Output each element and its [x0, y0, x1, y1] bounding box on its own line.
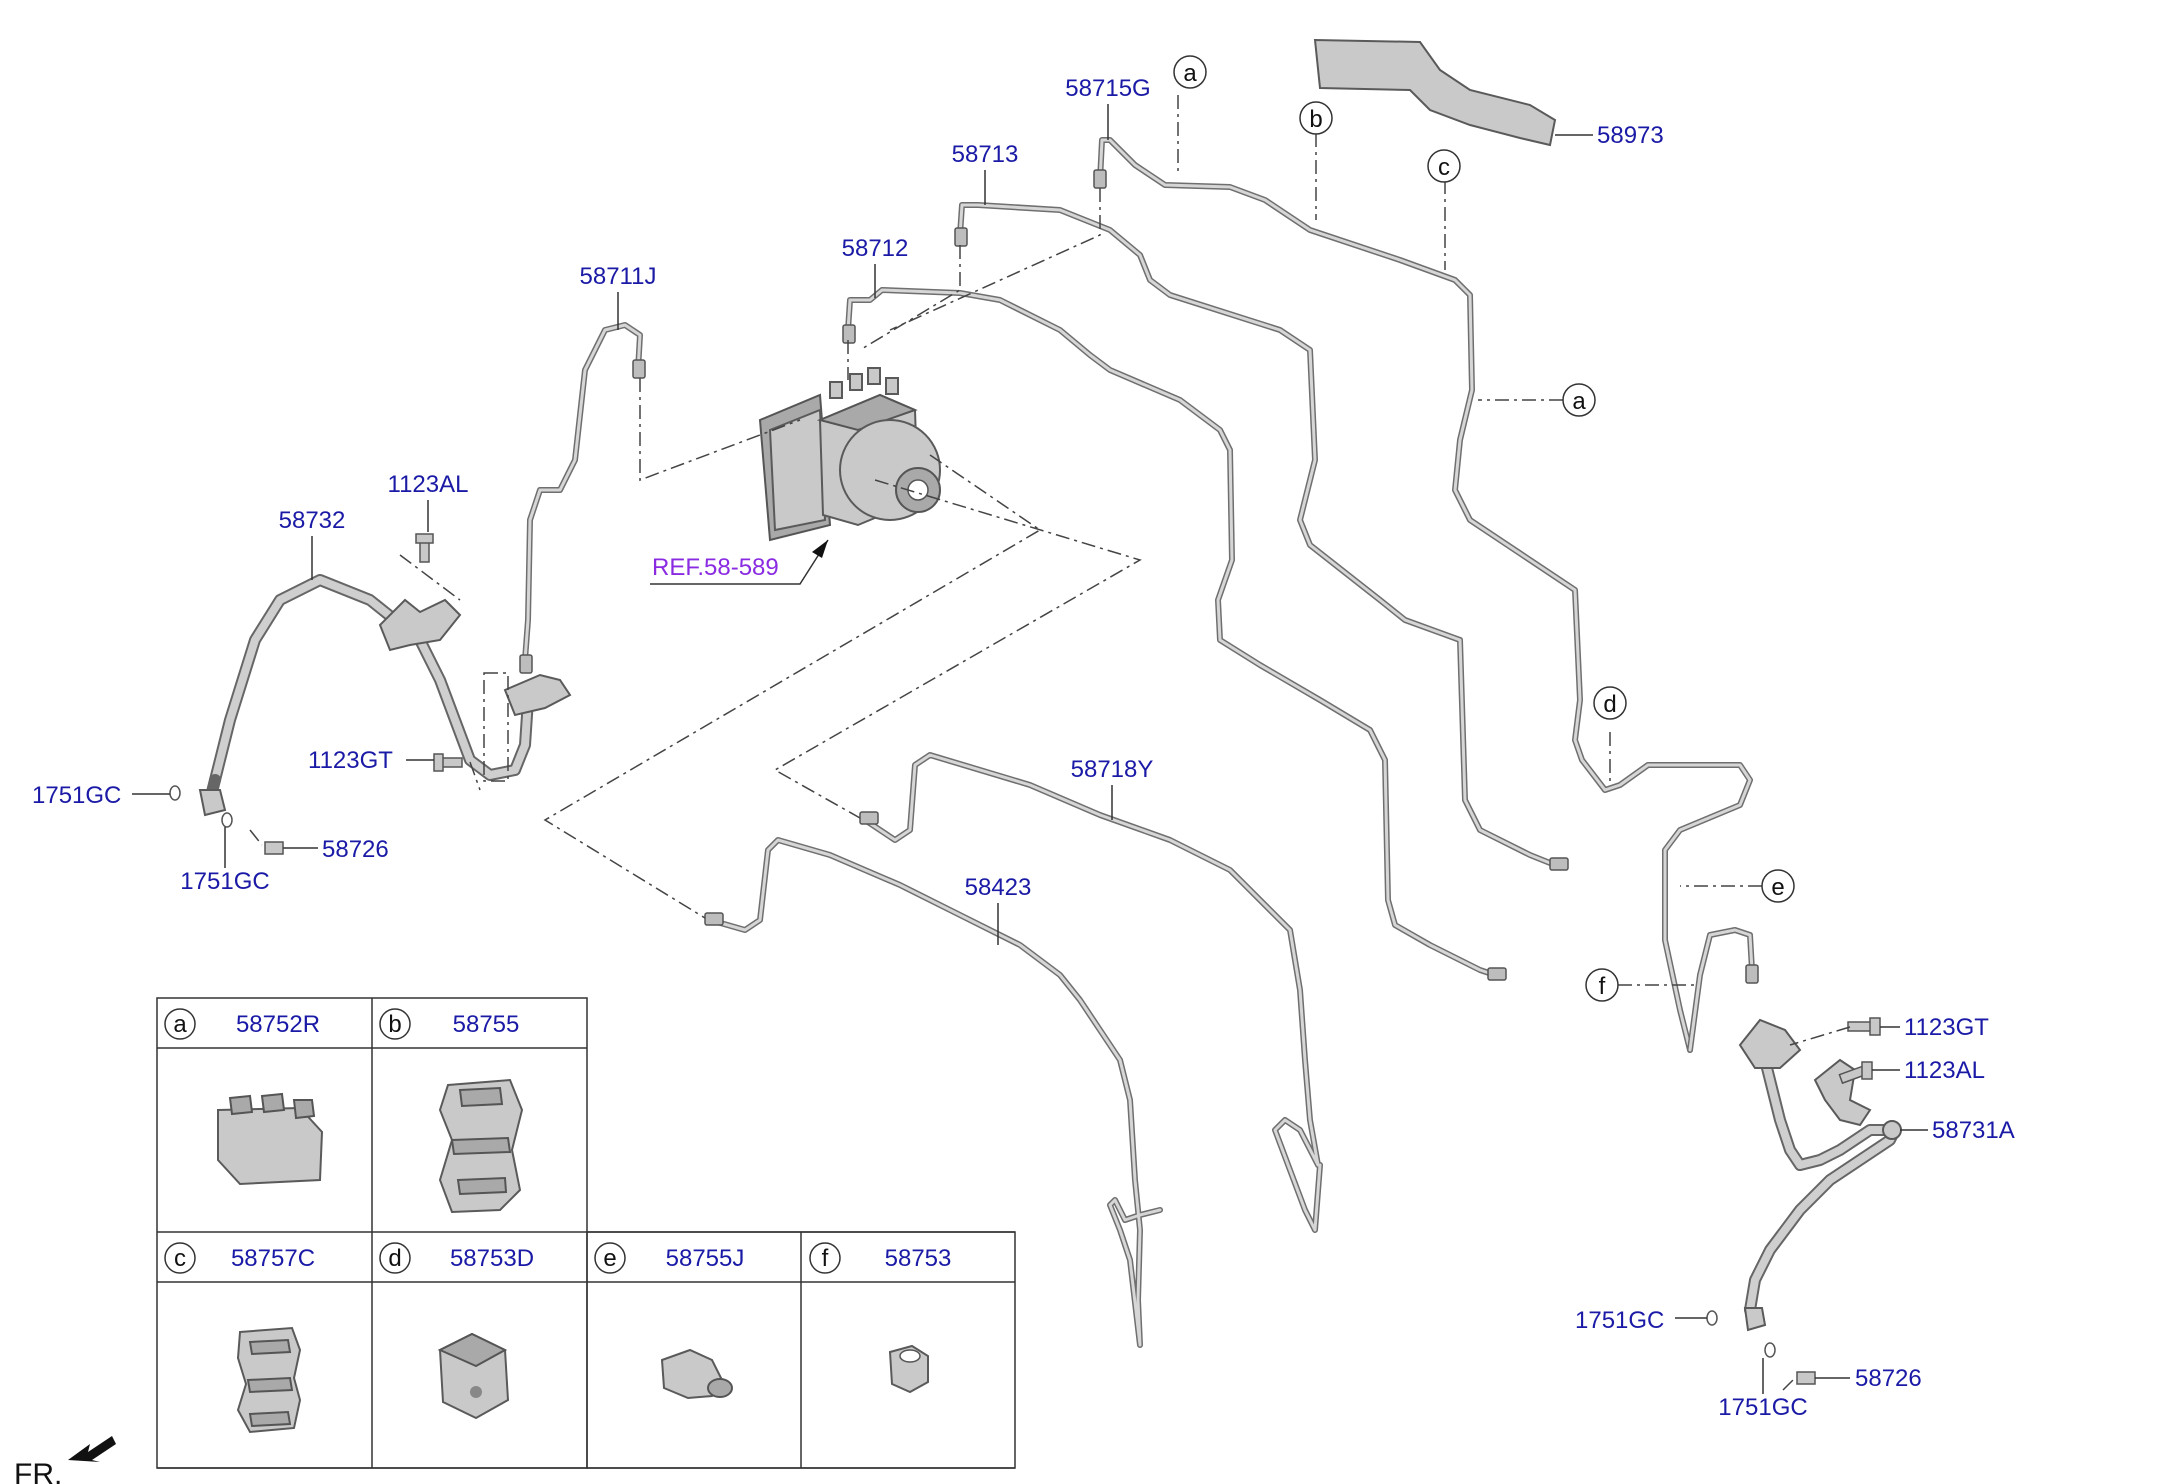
pipe-fittings	[519, 169, 1759, 984]
label-58726-left: 58726	[322, 836, 389, 863]
bolt-1123GT-right	[1847, 1017, 1881, 1036]
hose-brackets	[198, 598, 1902, 1332]
label-58711J: 58711J	[580, 263, 657, 290]
abs-hydraulic-unit	[758, 367, 941, 542]
label-58732: 58732	[279, 507, 346, 534]
table-letter-f: f	[822, 1245, 829, 1272]
label-1123AL-right: 1123AL	[1904, 1057, 1985, 1084]
bolt-58726-right	[1796, 1371, 1816, 1385]
bolts	[264, 533, 1881, 1385]
table-letter-d: d	[388, 1245, 401, 1272]
label-1123AL-left: 1123AL	[388, 471, 469, 498]
label-58973: 58973	[1597, 122, 1664, 149]
dash-leaders	[249, 95, 1851, 1391]
clip-58755J	[660, 1348, 733, 1400]
label-1751GC-left-b: 1751GC	[180, 868, 269, 895]
pipe-58712	[845, 287, 1498, 978]
label-1123GT-left: 1123GT	[308, 747, 393, 774]
brake-pipes	[522, 137, 1755, 1348]
bracket-58973	[1313, 38, 1557, 147]
callout-e: e	[1771, 874, 1784, 901]
washers	[169, 785, 1776, 1358]
label-58423: 58423	[965, 874, 1032, 901]
callout-b: b	[1309, 106, 1322, 133]
bolt-1123AL-left	[415, 533, 434, 563]
pipe-58713	[957, 202, 1558, 868]
table-letter-b: b	[388, 1011, 401, 1038]
callout-c: c	[1438, 154, 1450, 181]
front-arrow-icon	[68, 1436, 116, 1462]
clip-table: a 58752R b 58755 c 58757C d 58753D e 587…	[156, 997, 1016, 1469]
part-labels: 58715G 58973 58713 58712 58711J 1123AL 5…	[32, 75, 2015, 1421]
label-58712: 58712	[842, 235, 909, 262]
bolt-58726-left	[264, 841, 284, 855]
clip-58752R	[217, 1092, 324, 1186]
callout-a-top: a	[1183, 60, 1197, 87]
label-58726-right: 58726	[1855, 1365, 1922, 1392]
label-58713: 58713	[952, 141, 1019, 168]
table-part-58753: 58753	[885, 1245, 952, 1272]
bracket-dash-box	[483, 672, 509, 782]
table-letter-c: c	[174, 1245, 186, 1272]
table-part-58752R: 58752R	[236, 1011, 320, 1038]
label-1123GT-right: 1123GT	[1904, 1014, 1989, 1041]
label-1751GC-left-a: 1751GC	[32, 782, 121, 809]
table-letter-a: a	[173, 1011, 187, 1038]
table-part-58753D: 58753D	[450, 1245, 534, 1272]
pipe-58718Y	[862, 752, 1323, 1233]
label-1751GC-right-a: 1751GC	[1575, 1307, 1664, 1334]
table-part-58755: 58755	[453, 1011, 520, 1038]
clip-58757C	[236, 1326, 302, 1434]
label-ref-58-589: REF.58-589	[652, 554, 779, 581]
clip-58753D	[437, 1332, 510, 1420]
table-letter-e: e	[603, 1245, 616, 1272]
clip-58755	[438, 1078, 524, 1214]
bolt-1123GT-left	[433, 753, 463, 772]
callout-circles: a b c a d e f	[1173, 55, 1795, 1002]
hose-58731A	[1744, 1054, 1901, 1316]
front-label: FR.	[14, 1458, 62, 1484]
table-part-58755J: 58755J	[666, 1245, 745, 1272]
label-1751GC-right-b: 1751GC	[1718, 1394, 1807, 1421]
clip-58753	[888, 1344, 929, 1394]
label-58718Y: 58718Y	[1071, 756, 1154, 783]
pipe-58715G	[1097, 137, 1755, 1053]
label-58715G: 58715G	[1065, 75, 1150, 102]
callout-a-right: a	[1572, 388, 1586, 415]
label-58731A: 58731A	[1932, 1117, 2015, 1144]
pipe-58423	[707, 837, 1163, 1348]
callout-f: f	[1599, 973, 1606, 1000]
table-part-58757C: 58757C	[231, 1245, 315, 1272]
front-direction-indicator: FR.	[14, 1436, 116, 1484]
callout-d: d	[1603, 691, 1616, 718]
pipe-58711J	[522, 322, 643, 663]
